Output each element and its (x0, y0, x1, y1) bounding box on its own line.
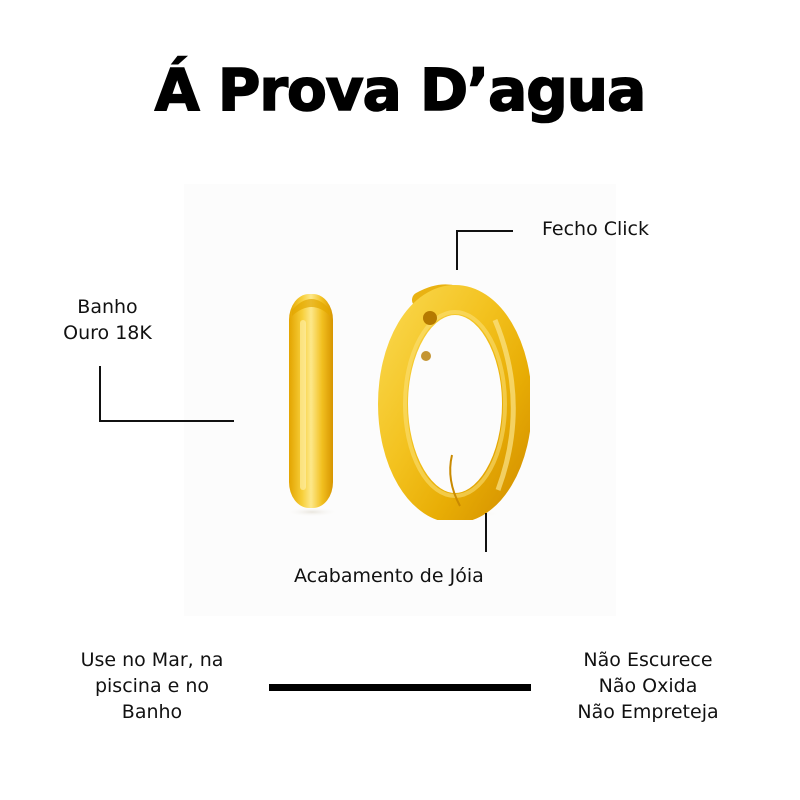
front-view-hoop (378, 284, 532, 523)
use-no-mar-line-1: Use no Mar, na (80, 649, 224, 671)
nao-escurece-line: Não Escurece (583, 649, 713, 671)
page-title: Á Prova D’agua (154, 55, 647, 125)
fecho-click-leader-horizontal (456, 230, 513, 232)
gold-hoop-earrings-image (270, 280, 532, 523)
use-no-mar-line-2: piscina e no (94, 675, 210, 697)
bottom-divider-line (269, 684, 531, 691)
fecho-click-leader-vertical (456, 230, 458, 270)
use-no-mar-line-3: Banho (121, 701, 183, 723)
banho-ouro-label: Banho Ouro 18K (40, 294, 175, 346)
nao-oxida-line: Não Oxida (598, 675, 698, 697)
nao-empreteja-line: Não Empreteja (577, 701, 719, 723)
banho-ouro-line-1: Banho (77, 296, 138, 318)
nao-escurece-text: Não Escurece Não Oxida Não Empreteja (548, 647, 748, 725)
acabamento-label: Acabamento de Jóia (294, 565, 484, 587)
use-no-mar-text: Use no Mar, na piscina e no Banho (52, 647, 252, 725)
fecho-click-label: Fecho Click (542, 218, 650, 240)
banho-ouro-leader-horizontal (99, 420, 234, 422)
side-view-hoop (289, 294, 333, 508)
acabamento-leader-vertical (485, 513, 487, 552)
banho-ouro-line-2: Ouro 18K (63, 322, 152, 344)
banho-ouro-leader-vertical (99, 366, 101, 422)
